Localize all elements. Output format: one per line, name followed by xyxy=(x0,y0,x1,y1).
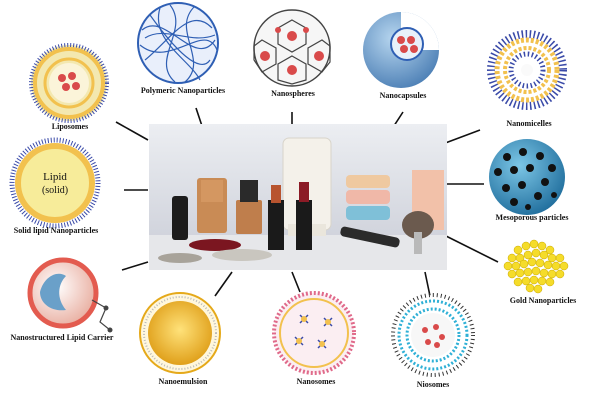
connector-lines xyxy=(115,107,499,297)
label-liposomes: Liposomes xyxy=(51,122,89,131)
label-solid-lipid-nanoparticles: Solid lipid Nanoparticles xyxy=(13,226,99,235)
label-nanosomes: Nanosomes xyxy=(296,377,336,386)
cosmetics-products-photo xyxy=(149,124,447,270)
label-mesoporous-particles: Mesoporous particles xyxy=(495,213,569,222)
sln-inner-text-line1: Lipid xyxy=(43,171,67,183)
nanoemulsion-diagram xyxy=(139,292,221,374)
solid-lipid-nanoparticle-diagram: Lipid (solid) xyxy=(9,137,101,229)
label-nanoemulsion: Nanoemulsion xyxy=(158,377,208,386)
liposome-diagram xyxy=(29,43,109,123)
nanosome-diagram xyxy=(272,291,356,375)
sln-inner-text-line2: (solid) xyxy=(42,185,68,196)
label-gold-nanoparticles: Gold Nanoparticles xyxy=(509,296,577,305)
nanostructured-lipid-carrier-diagram xyxy=(27,257,113,333)
label-nanostructured-lipid-carrier: Nanostructured Lipid Carrier xyxy=(10,333,114,342)
polymeric-nanoparticle-diagram xyxy=(137,2,219,84)
label-nanocapsules: Nanocapsules xyxy=(379,91,427,100)
gold-nanoparticle-diagram xyxy=(503,239,569,294)
label-nanospheres: Nanospheres xyxy=(271,89,315,98)
mesoporous-particle-diagram xyxy=(489,139,565,215)
nanomicelle-diagram xyxy=(487,30,567,110)
label-polymeric-nanoparticles: Polymeric Nanoparticles xyxy=(140,86,226,95)
nanocapsule-diagram xyxy=(363,12,439,88)
niosome-diagram xyxy=(391,293,475,377)
label-niosomes: Niosomes xyxy=(416,380,450,389)
nanosphere-diagram xyxy=(253,9,331,87)
label-nanomicelles: Nanomicelles xyxy=(506,119,552,128)
